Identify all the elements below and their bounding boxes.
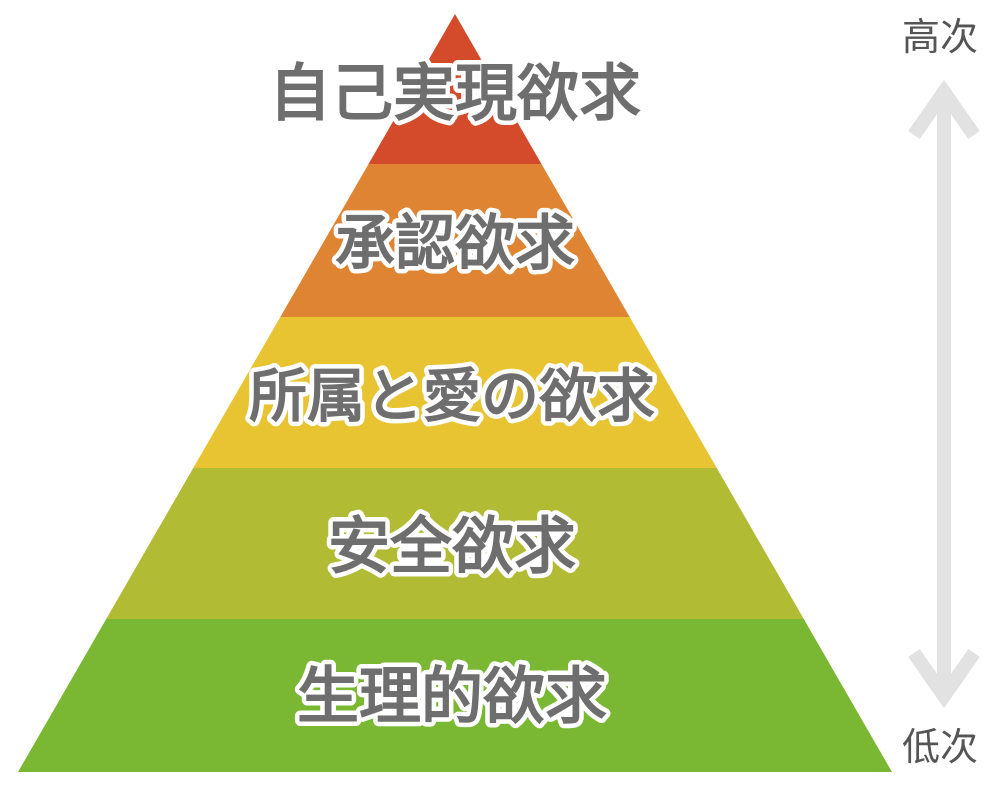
band-esteem <box>280 164 630 317</box>
level-label-self-actualization: 自己実現欲求 <box>269 57 641 130</box>
pyramid-bands <box>18 14 892 772</box>
band-self-actualization <box>368 14 542 164</box>
double-arrow-icon <box>908 79 980 709</box>
band-safety <box>106 468 804 619</box>
arrow-head-down <box>908 648 980 709</box>
level-label-esteem: 承認欲求 <box>335 209 575 279</box>
band-physiological <box>18 619 892 772</box>
arrow-head-up <box>908 79 980 140</box>
level-label-safety: 安全欲求 <box>328 510 576 583</box>
higher-order-label: 高次 <box>902 15 979 59</box>
lower-order-label: 低次 <box>902 725 979 769</box>
level-label-physiological: 生理的欲求 <box>297 660 607 733</box>
level-label-love-belonging: 所属と愛の欲求 <box>249 362 655 430</box>
band-love-belonging <box>193 317 717 468</box>
